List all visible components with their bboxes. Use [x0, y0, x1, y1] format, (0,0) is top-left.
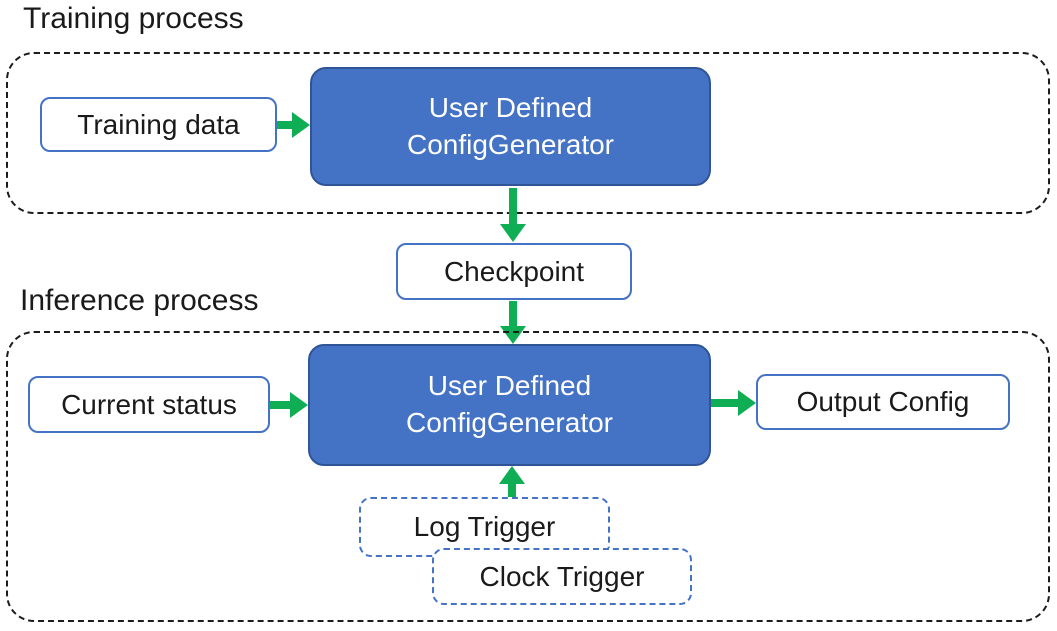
arrow-triggers-to-generator [499, 466, 525, 498]
training-data-label: Training data [77, 108, 240, 140]
checkpoint-label: Checkpoint [443, 255, 585, 287]
output-config-label: Output Config [796, 386, 970, 417]
arrow-training-data-to-generator [277, 112, 310, 138]
arrow-right-head-icon [738, 390, 756, 416]
inference-generator-line1: User Defined [427, 370, 592, 402]
training-generator-line2: ConfigGenerator [406, 128, 614, 160]
arrow-up-head-icon [499, 466, 525, 484]
arrow-current-status-to-generator [270, 392, 308, 418]
arrow-checkpoint-to-generator [500, 301, 526, 344]
inference-process-container [6, 331, 1050, 622]
arrow-down-head-icon [500, 326, 526, 344]
arrow-shaft [711, 399, 738, 407]
output-config-box: Output Config [756, 374, 1010, 430]
arrow-shaft [509, 301, 517, 326]
arrow-shaft [508, 484, 516, 498]
log-trigger-label: Log Trigger [413, 511, 556, 542]
arrow-generator-to-output [711, 390, 756, 416]
arrow-right-head-icon [290, 392, 308, 418]
clock-trigger-label: Clock Trigger [479, 560, 645, 592]
arrow-right-head-icon [292, 112, 310, 138]
arrow-down-head-icon [500, 224, 526, 242]
training-generator-line1: User Defined [428, 91, 593, 123]
inference-generator-box: User Defined ConfigGenerator [308, 344, 711, 466]
current-status-label: Current status [61, 388, 237, 420]
inference-process-title: Inference process [20, 284, 259, 317]
arrow-shaft [509, 188, 517, 224]
training-generator-box: User Defined ConfigGenerator [310, 67, 711, 186]
training-data-box: Training data [40, 97, 277, 152]
inference-generator-line2: ConfigGenerator [405, 407, 613, 438]
training-process-title: Training process [23, 2, 244, 35]
arrow-shaft [270, 401, 290, 409]
current-status-box: Current status [28, 376, 270, 433]
arrow-shaft [277, 121, 292, 129]
arrow-generator-to-checkpoint [500, 188, 526, 242]
checkpoint-box: Checkpoint [396, 243, 632, 300]
training-process-container [6, 52, 1050, 214]
clock-trigger-box: Clock Trigger [432, 548, 692, 605]
